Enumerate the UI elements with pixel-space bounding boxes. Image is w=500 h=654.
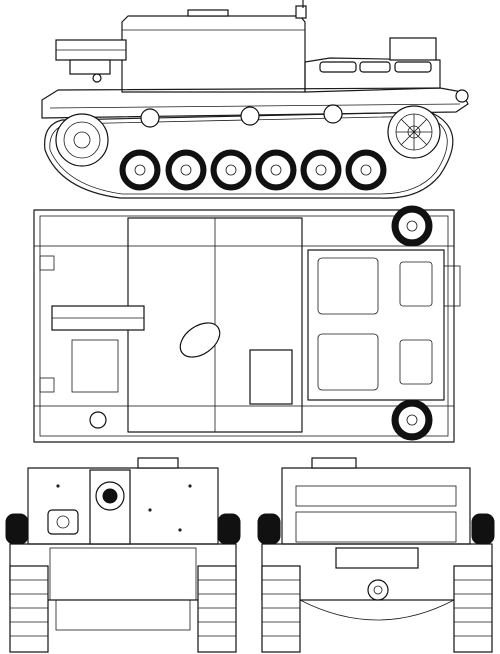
return-roller: [323, 104, 343, 124]
rear-exhaust: [335, 547, 419, 569]
front-hatch: [137, 457, 179, 469]
rear-view: [257, 457, 495, 653]
side-view: [41, 0, 469, 199]
side-hatch: [187, 9, 229, 17]
side-superstructure: [121, 15, 306, 93]
side-engine-deck: [304, 57, 441, 93]
front-view: [5, 457, 241, 653]
return-roller: [140, 108, 160, 128]
top-driver-plate: [71, 339, 119, 393]
engine-grille: [399, 261, 433, 307]
engine-hatch: [317, 333, 379, 391]
top-left-fender: [33, 209, 455, 247]
front-visor: [47, 509, 79, 535]
front-glacis: [55, 599, 191, 631]
top-engine-deck: [307, 249, 445, 401]
rear-right-track: [453, 565, 493, 653]
front-left-track: [9, 565, 49, 653]
rear-tow-hitch: [367, 579, 389, 601]
engine-grille: [399, 339, 433, 385]
return-roller: [240, 106, 260, 126]
rear-lower-plate: [299, 599, 455, 621]
top-hatch-rect: [249, 349, 293, 405]
top-hatch-oval: [179, 322, 221, 358]
spare-wheel: [397, 211, 427, 241]
top-view: [33, 205, 461, 443]
exhaust: [443, 265, 461, 307]
road-wheels: [119, 149, 387, 191]
gun-mantlet: [69, 59, 111, 75]
top-right-fender: [33, 405, 455, 443]
rear-left-track: [261, 565, 301, 653]
spare-wheel: [397, 405, 427, 435]
rear-hatch: [311, 457, 357, 469]
front-right-track: [197, 565, 237, 653]
side-antenna-base: [295, 5, 307, 19]
engine-hatch: [317, 257, 379, 315]
side-stowage-box: [389, 37, 437, 61]
side-track: [44, 111, 454, 199]
